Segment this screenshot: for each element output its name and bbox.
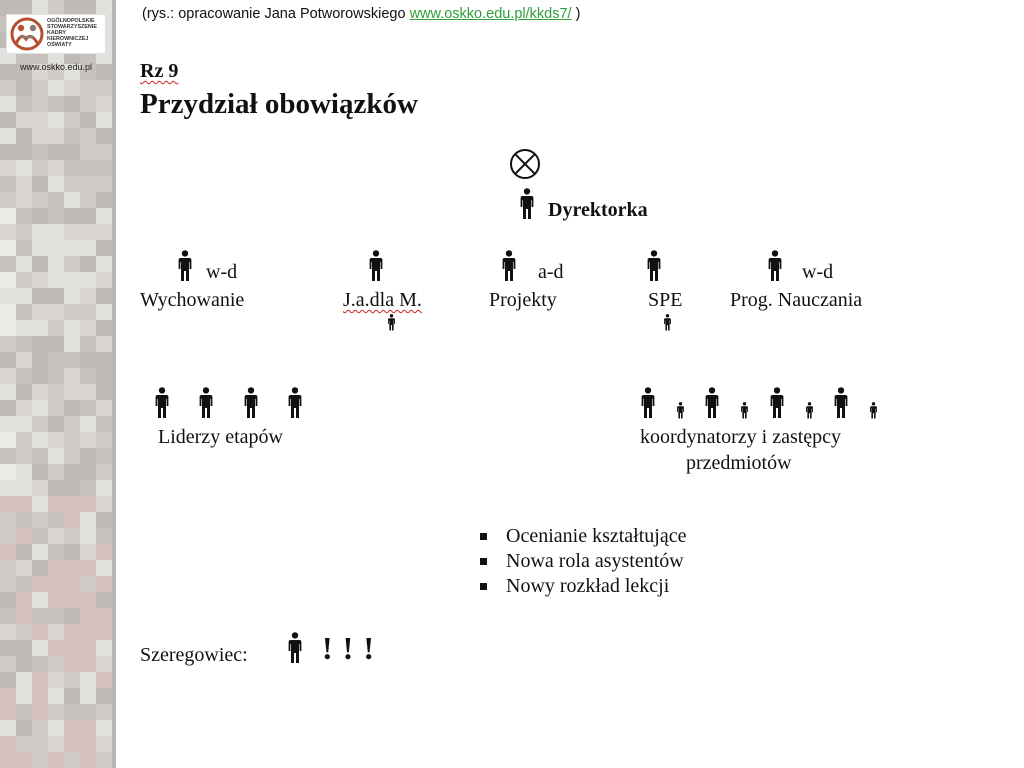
oskko-logo[interactable]: OGÓLNOPOLSKIE STOWARZYSZENIE KADRY KIERO…	[6, 14, 106, 54]
person-icon	[704, 387, 720, 419]
deputy-role: a-d	[538, 261, 564, 283]
bullet-square-icon	[480, 533, 487, 540]
deputy-area: J.a.dla M.	[343, 289, 422, 312]
person-icon	[501, 250, 517, 282]
person-icon	[387, 314, 396, 331]
deputy-area: Projekty	[489, 289, 557, 311]
person-icon	[869, 402, 878, 419]
logo-figures-icon	[10, 17, 44, 51]
slide-title: Przydział obowiązków	[140, 88, 418, 120]
deputy-area-text: J.a.dla M.	[343, 289, 422, 311]
person-icon	[243, 387, 259, 419]
person-icon	[368, 250, 384, 282]
image-caption: (rys.: opracowanie Jana Potworowskiego w…	[142, 6, 580, 22]
person-icon	[676, 402, 685, 419]
person-icon	[519, 188, 535, 220]
bullet-square-icon	[480, 558, 487, 565]
caption-prefix: (rys.: opracowanie Jana Potworowskiego	[142, 6, 410, 22]
person-icon	[287, 387, 303, 419]
task-list: Ocenianie kształtujące Nowa rola asysten…	[480, 524, 686, 599]
exclamation-marks: ! ! !	[322, 630, 375, 666]
person-icon	[833, 387, 849, 419]
person-icon	[154, 387, 170, 419]
coordinators-label-line1: koordynatorzy i zastępcy	[640, 426, 842, 448]
person-icon	[805, 402, 814, 419]
director-label: Dyrektorka	[548, 199, 648, 221]
caption-suffix: )	[571, 6, 581, 22]
person-icon	[769, 387, 785, 419]
person-icon	[198, 387, 214, 419]
sidebar-mosaic	[0, 0, 112, 768]
list-item-text: Nowy rozkład lekcji	[506, 575, 670, 597]
person-icon	[767, 250, 783, 282]
sidebar-divider	[112, 0, 116, 768]
deputy-role: w-d	[206, 261, 238, 283]
person-icon	[663, 314, 672, 331]
leaders-label: Liderzy etapów	[158, 426, 283, 448]
list-item-text: Nowa rola asystentów	[506, 550, 684, 572]
sidebar: OGÓLNOPOLSKIE STOWARZYSZENIE KADRY KIERO…	[0, 0, 112, 768]
person-icon	[740, 402, 749, 419]
person-icon	[640, 387, 656, 419]
list-item: Nowa rola asystentów	[480, 549, 686, 574]
soldier-label: Szeregowiec:	[140, 644, 248, 666]
slide-code: Rz 9	[140, 60, 178, 83]
coordinators-label-line2: przedmiotów	[686, 452, 792, 474]
list-item: Ocenianie kształtujące	[480, 524, 686, 549]
deputy-area: Wychowanie	[140, 289, 245, 311]
bullet-square-icon	[480, 583, 487, 590]
person-icon	[177, 250, 193, 282]
person-icon	[287, 632, 303, 664]
list-item-text: Ocenianie kształtujące	[506, 525, 687, 547]
list-item: Nowy rozkład lekcji	[480, 574, 686, 599]
deputy-role: w-d	[802, 261, 834, 283]
site-url[interactable]: www.oskko.edu.pl	[19, 62, 93, 72]
circled-x-icon	[510, 149, 540, 179]
slide-code-text: Rz 9	[140, 60, 179, 82]
deputy-area: SPE	[648, 289, 683, 311]
person-icon	[646, 250, 662, 282]
deputy-area: Prog. Nauczania	[730, 289, 863, 311]
logo-text: OGÓLNOPOLSKIE STOWARZYSZENIE KADRY KIERO…	[47, 18, 97, 49]
caption-link[interactable]: www.oskko.edu.pl/kkds7/	[409, 6, 572, 22]
